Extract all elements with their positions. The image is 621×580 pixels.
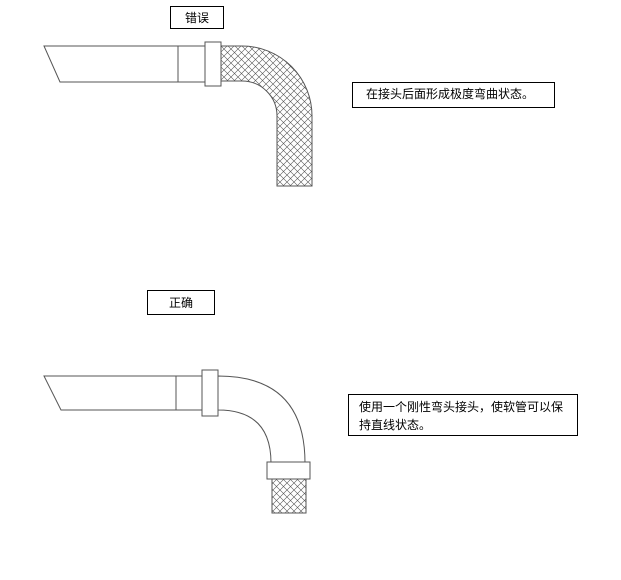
correct-rigid-pipe — [43, 375, 204, 411]
correct-fitting-top — [201, 369, 219, 417]
correct-assembly — [43, 369, 311, 514]
wrong-note: 在接头后面形成极度弯曲状态。 — [352, 82, 555, 108]
wrong-assembly — [43, 41, 313, 187]
wrong-rigid-pipe — [43, 45, 206, 83]
correct-title: 正确 — [147, 290, 215, 315]
wrong-title: 错误 — [170, 6, 224, 29]
wrong-bent-hose — [219, 45, 313, 187]
rigid-elbow — [217, 375, 306, 464]
wrong-fitting — [204, 41, 222, 87]
straight-hose — [271, 478, 307, 514]
correct-note: 使用一个刚性弯头接头，使软管可以保持直线状态。 — [348, 394, 578, 436]
correct-fitting-bottom — [266, 461, 311, 480]
